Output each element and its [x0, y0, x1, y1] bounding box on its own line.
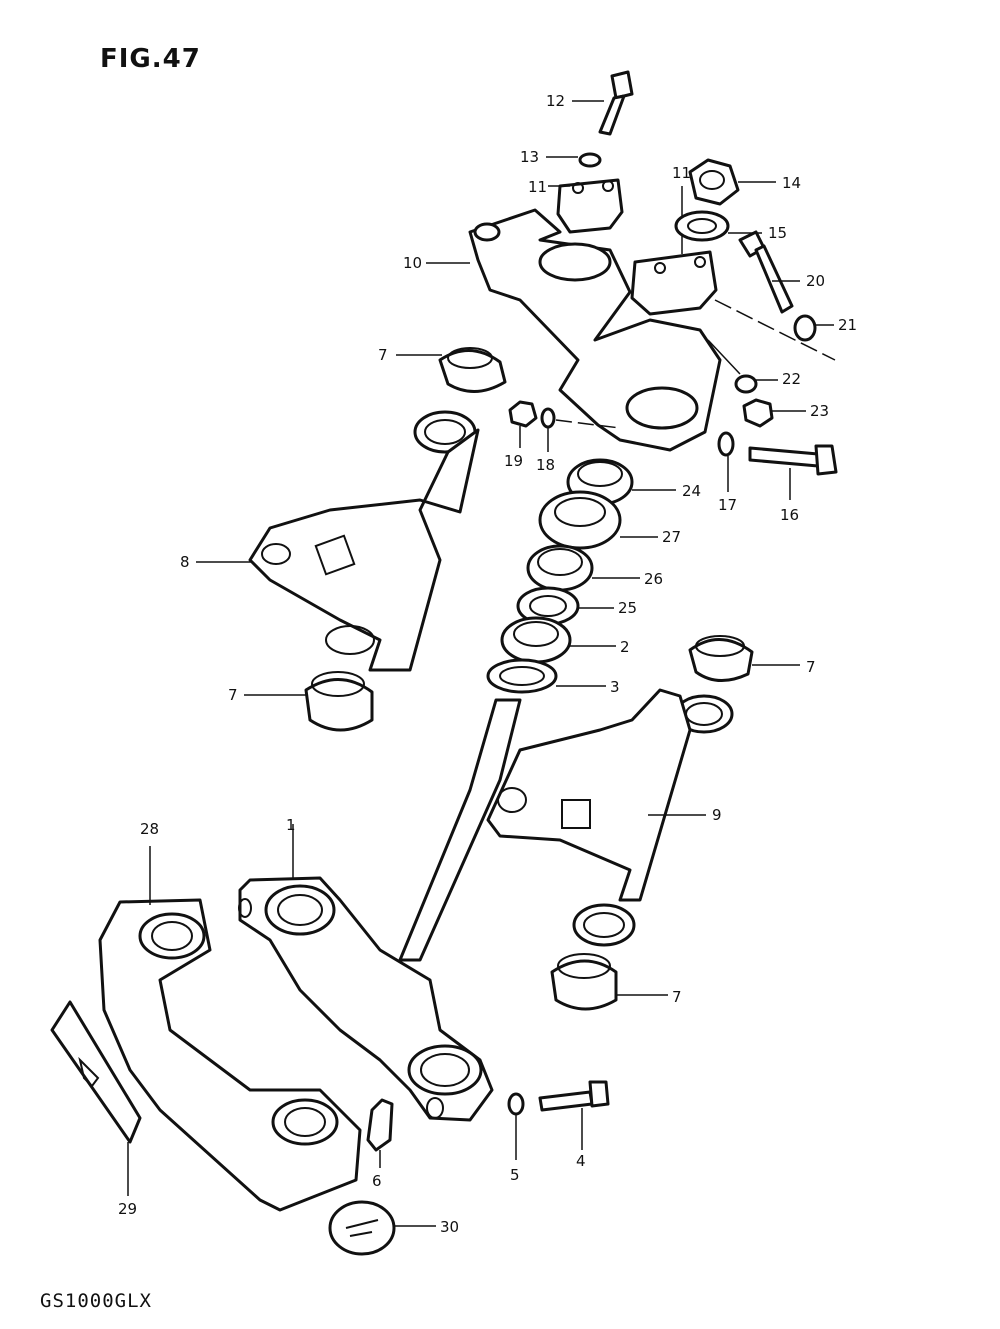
- part-18-washer: [540, 407, 621, 452]
- callout-label-14: 14: [782, 174, 801, 192]
- callout-label-6: 6: [372, 1172, 382, 1190]
- part-13-washer: [546, 152, 602, 168]
- part-12-bolt: [572, 70, 634, 136]
- part-20-bolt: [738, 230, 800, 314]
- callout-label-10: 10: [403, 254, 422, 272]
- callout-label-20: 20: [806, 272, 825, 290]
- callout-label-1: 1: [286, 816, 296, 834]
- callout-label-4: 4: [576, 1152, 586, 1170]
- part-29-emblem: [50, 1000, 142, 1196]
- part-1-steering-stem: [238, 698, 522, 1122]
- callout-label-23: 23: [810, 402, 829, 420]
- part-9-right-bracket: [486, 688, 734, 947]
- callout-label-26: 26: [644, 570, 663, 588]
- callout-label-21: 21: [838, 316, 857, 334]
- part-22-washer: [707, 339, 778, 394]
- callout-label-28: 28: [140, 820, 159, 838]
- part-16-bolt: [748, 444, 838, 500]
- callout-label-22: 22: [782, 370, 801, 388]
- callout-label-11a: 11: [528, 178, 547, 196]
- callout-label-9: 9: [712, 806, 722, 824]
- callout-label-27: 27: [662, 528, 681, 546]
- callout-label-7b: 7: [806, 658, 816, 676]
- part-15-washer: [674, 210, 762, 242]
- part-17-washer: [717, 431, 735, 492]
- part-8-left-bracket: [196, 410, 480, 672]
- callout-label-7d: 7: [672, 988, 682, 1006]
- callout-label-25: 25: [618, 599, 637, 617]
- part-19-cap-nut: [508, 400, 538, 448]
- callout-label-13: 13: [520, 148, 539, 166]
- part-7-damper-right-top: [688, 635, 800, 682]
- part-3-seal: [486, 658, 606, 694]
- callout-label-18: 18: [536, 456, 555, 474]
- callout-label-7c: 7: [228, 686, 238, 704]
- part-27-cover: [538, 490, 658, 550]
- part-14-nut: [688, 158, 776, 206]
- part-30-cap: [328, 1200, 436, 1256]
- callout-label-12: 12: [546, 92, 565, 110]
- callout-label-5: 5: [510, 1166, 520, 1184]
- part-6-clip: [366, 1098, 394, 1168]
- part-7-damper-bottom: [550, 953, 668, 1011]
- part-4-bolt: [538, 1080, 610, 1150]
- part-25-bearing: [516, 586, 614, 626]
- model-code: GS1000GLX: [40, 1290, 152, 1312]
- part-7-damper-left: [244, 671, 374, 732]
- part-7-damper-top: [396, 347, 507, 393]
- callout-label-17: 17: [718, 496, 737, 514]
- callout-label-24: 24: [682, 482, 701, 500]
- part-28-cover: [98, 846, 362, 1212]
- callout-label-30: 30: [440, 1218, 459, 1236]
- part-21-washer: [714, 299, 836, 361]
- part-2-bearing: [500, 616, 616, 664]
- callout-label-2: 2: [620, 638, 630, 656]
- callout-label-15: 15: [768, 224, 787, 242]
- part-11-upper-clamp: [548, 178, 624, 234]
- part-10-upper-bracket: [426, 208, 722, 452]
- part-11-lower-clamp: [630, 186, 718, 316]
- callout-label-8: 8: [180, 553, 190, 571]
- figure-title: FIG.47: [100, 44, 201, 74]
- callout-label-19: 19: [504, 452, 523, 470]
- callout-label-11b: 11: [672, 164, 691, 182]
- part-23-cap-nut: [742, 398, 806, 428]
- callout-label-29: 29: [118, 1200, 137, 1218]
- part-26-race: [526, 544, 640, 592]
- callout-label-3: 3: [610, 678, 620, 696]
- part-5-washer: [507, 1092, 525, 1160]
- callout-label-7a: 7: [378, 346, 388, 364]
- callout-label-16: 16: [780, 506, 799, 524]
